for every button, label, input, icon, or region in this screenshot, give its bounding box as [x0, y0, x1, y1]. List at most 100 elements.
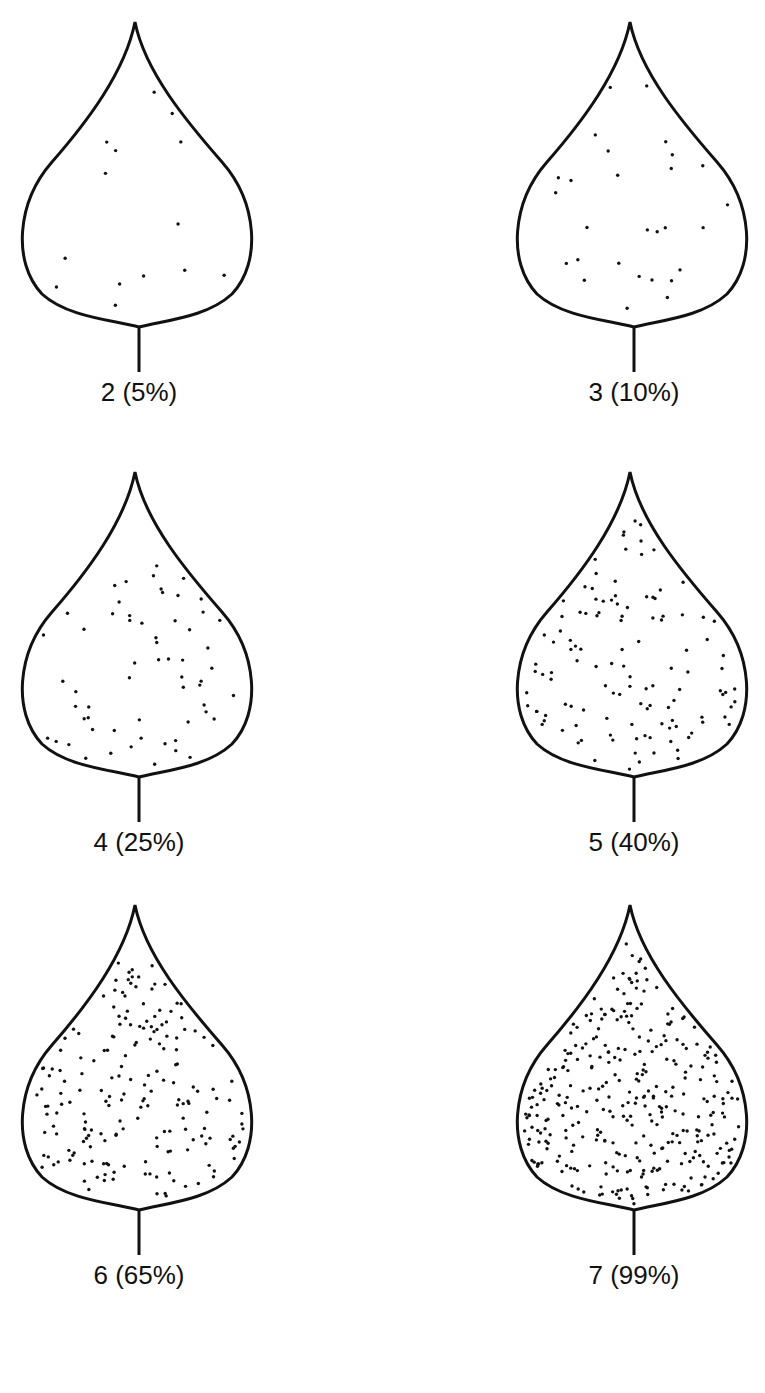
stipple-dot: [211, 1088, 214, 1091]
stipple-dot: [602, 599, 605, 602]
stipple-dot: [537, 1162, 540, 1165]
stipple-dot: [55, 285, 58, 288]
stipple-dot: [608, 1110, 611, 1113]
stipple-dot: [607, 1095, 610, 1098]
stipple-dot: [82, 1140, 85, 1143]
stipple-dot: [536, 1129, 539, 1132]
stipple-dot: [583, 585, 586, 588]
stipple-dot: [113, 584, 116, 587]
stipple-dot: [123, 1165, 126, 1168]
stipple-dot: [196, 1090, 199, 1093]
stipple-dot: [159, 587, 162, 590]
stipple-dot: [719, 1147, 722, 1150]
stipple-dot: [722, 1102, 725, 1105]
stipple-dot: [542, 1098, 545, 1101]
stipple-dot: [202, 1036, 205, 1039]
stipple-dot: [701, 1065, 704, 1068]
stipple-dot: [87, 1134, 90, 1137]
stipple-dot: [669, 1020, 672, 1023]
stipple-dot: [664, 1183, 667, 1186]
stipple-dot: [549, 1077, 552, 1080]
stipple-dot: [144, 1172, 147, 1175]
stipple-dot: [588, 1087, 591, 1090]
stipple-dot: [179, 140, 182, 143]
stipple-dot: [539, 1131, 542, 1134]
stipple-dot: [604, 1161, 607, 1164]
stipple-dot: [661, 614, 664, 617]
stipple-dot: [602, 1108, 605, 1111]
stipple-dot: [82, 1112, 85, 1115]
stipple-dot: [634, 751, 637, 754]
stipple-dot: [599, 1131, 602, 1134]
stipple-dot: [569, 1166, 572, 1169]
stipple-dot: [593, 759, 596, 762]
stipple-dot: [83, 1179, 86, 1182]
stipple-dot: [182, 686, 185, 689]
stipple-dot: [618, 1197, 621, 1200]
stipple-dot: [713, 1074, 716, 1077]
stipple-dot: [603, 1013, 606, 1016]
stipple-dot: [652, 751, 655, 754]
stipple-dot: [59, 1048, 62, 1051]
stipple-dot: [526, 704, 529, 707]
stipple-dot: [597, 1087, 600, 1090]
stipple-dot: [576, 1058, 579, 1061]
stipple-dot: [63, 257, 66, 260]
stipple-dot: [737, 1125, 740, 1128]
stipple-dot: [204, 1142, 207, 1145]
stipple-dot: [644, 1070, 647, 1073]
stipple-dot: [63, 1080, 66, 1083]
stipple-dot: [630, 1123, 633, 1126]
stipple-dot: [111, 612, 114, 615]
stipple-dot: [646, 228, 649, 231]
stipple-dot: [163, 742, 166, 745]
stipple-dot: [163, 983, 166, 986]
stipple-dot: [122, 1092, 125, 1095]
stipple-dot: [664, 1039, 667, 1042]
stipple-dot: [729, 1161, 732, 1164]
stipple-dot: [640, 553, 643, 556]
stipple-dot: [634, 971, 637, 974]
stipple-dot: [165, 1020, 168, 1023]
stipple-dot: [561, 1066, 564, 1069]
stipple-dot: [557, 176, 560, 179]
stipple-dot: [648, 1113, 651, 1116]
stipple-dot: [733, 687, 736, 690]
stipple-dot: [632, 1202, 635, 1205]
stipple-dot: [583, 279, 586, 282]
stipple-dot: [565, 262, 568, 265]
stipple-dot: [40, 1166, 43, 1169]
stipple-dot: [175, 1002, 178, 1005]
stipple-dot: [730, 1096, 733, 1099]
stipple-dot: [678, 1141, 681, 1144]
stipple-dot: [528, 1138, 531, 1141]
stipple-dot: [45, 1112, 48, 1115]
stipple-group: [42, 564, 235, 766]
stipple-dot: [102, 1162, 105, 1165]
stipple-dot: [155, 1175, 158, 1178]
stipple-dot: [117, 1015, 120, 1018]
stipple-dot: [644, 967, 647, 970]
stipple-dot: [681, 1112, 684, 1115]
stipple-group: [35, 961, 244, 1197]
stipple-dot: [611, 1115, 614, 1118]
stipple-dot: [197, 1182, 200, 1185]
stipple-dot: [142, 274, 145, 277]
stipple-dot: [83, 1162, 86, 1165]
stipple-dot: [622, 530, 625, 533]
stipple-dot: [722, 654, 725, 657]
stipple-dot: [172, 1179, 175, 1182]
stipple-dot: [105, 140, 108, 143]
stipple-dot: [192, 1138, 195, 1141]
stipple-dot: [91, 728, 94, 731]
stipple-dot: [530, 1105, 533, 1108]
stipple-dot: [610, 1008, 613, 1011]
stipple-dot: [103, 1173, 106, 1176]
stipple-dot: [169, 1149, 172, 1152]
stipple-dot: [631, 1027, 634, 1030]
stipple-dot: [213, 1169, 216, 1172]
stipple-dot: [182, 577, 185, 580]
stipple-dot: [688, 1160, 691, 1163]
stipple-dot: [584, 612, 587, 615]
